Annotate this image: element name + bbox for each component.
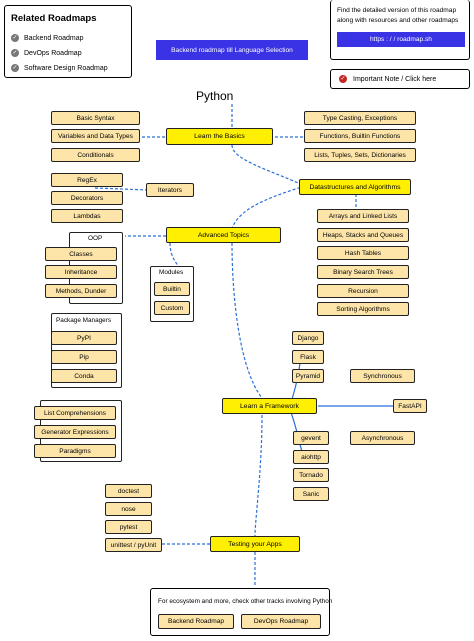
iterators-node[interactable]: Iterators bbox=[146, 183, 194, 197]
related-roadmaps-panel: Related Roadmaps ✓ Backend Roadmap ✓ DevOp… bbox=[4, 5, 132, 78]
related-roadmaps-title: Related Roadmaps bbox=[11, 13, 97, 24]
generator-expressions-node[interactable]: Generator Expressions bbox=[34, 425, 116, 439]
pytest-node[interactable]: pytest bbox=[105, 520, 152, 534]
related-item-label: Software Design Roadmap bbox=[24, 64, 108, 72]
testing-your-apps-topic[interactable]: Testing your Apps bbox=[210, 536, 300, 552]
sanic-node[interactable]: Sanic bbox=[293, 487, 329, 501]
info-text-1: Find the detailed version of this roadma… bbox=[337, 7, 457, 14]
paradigms-node[interactable]: Paradigms bbox=[34, 444, 116, 458]
package-managers-label: Package Managers bbox=[56, 317, 112, 324]
synchronous-node[interactable]: Synchronous bbox=[350, 369, 415, 383]
lambdas-node[interactable]: Lambdas bbox=[51, 209, 123, 223]
heaps-node[interactable]: Heaps, Stacks and Queues bbox=[317, 228, 409, 242]
footer-backend-button[interactable]: Backend Roadmap bbox=[158, 614, 234, 629]
inheritance-node[interactable]: Inheritance bbox=[45, 265, 117, 279]
bst-node[interactable]: Binary Search Trees bbox=[317, 265, 409, 279]
sorting-node[interactable]: Sorting Algorithms bbox=[317, 302, 409, 316]
flask-node[interactable]: Flask bbox=[292, 350, 324, 364]
page-title: Python bbox=[196, 89, 234, 103]
check-icon: ✓ bbox=[11, 49, 19, 57]
learn-a-framework-topic[interactable]: Learn a Framework bbox=[222, 398, 317, 414]
info-text-2: along with resources and other roadmaps bbox=[337, 17, 459, 24]
list-comprehensions-node[interactable]: List Comprehensions bbox=[34, 406, 116, 420]
django-node[interactable]: Django bbox=[292, 331, 324, 345]
arrays-node[interactable]: Arrays and Linked Lists bbox=[317, 209, 409, 223]
unittest-node[interactable]: unittest / pyUnit bbox=[105, 538, 162, 552]
hash-tables-node[interactable]: Hash Tables bbox=[317, 246, 409, 260]
info-panel: Find the detailed version of this roadma… bbox=[330, 0, 470, 60]
functions-node[interactable]: Functions, Builtin Functions bbox=[304, 129, 416, 143]
related-item-label: DevOps Roadmap bbox=[24, 49, 82, 57]
related-item-devops[interactable]: ✓ DevOps Roadmap bbox=[11, 49, 82, 57]
advanced-topics-topic[interactable]: Advanced Topics bbox=[166, 227, 281, 243]
recursion-node[interactable]: Recursion bbox=[317, 284, 409, 298]
variables-node[interactable]: Variables and Data Types bbox=[51, 129, 140, 143]
custom-node[interactable]: Custom bbox=[154, 301, 190, 315]
related-item-software-design[interactable]: ✓ Software Design Roadmap bbox=[11, 64, 108, 72]
regex-node[interactable]: RegEx bbox=[51, 173, 123, 187]
tornado-node[interactable]: Tornado bbox=[293, 468, 329, 482]
gevent-node[interactable]: gevent bbox=[293, 431, 329, 445]
basic-syntax-node[interactable]: Basic Syntax bbox=[51, 111, 140, 125]
learn-the-basics-topic[interactable]: Learn the Basics bbox=[166, 128, 273, 145]
important-note-label: Important Note / Click here bbox=[353, 75, 437, 83]
important-note-button[interactable]: ✓ Important Note / Click here bbox=[330, 69, 470, 89]
classes-node[interactable]: Classes bbox=[45, 247, 117, 261]
check-circle-icon: ✓ bbox=[339, 75, 347, 83]
pyramid-node[interactable]: Pyramid bbox=[292, 369, 324, 383]
oop-label: OOP bbox=[88, 235, 103, 242]
lists-tuples-node[interactable]: Lists, Tuples, Sets, Dictionaries bbox=[304, 148, 416, 162]
footer-panel: For ecosystem and more, check other trac… bbox=[150, 588, 333, 636]
footer-devops-button[interactable]: DevOps Roadmap bbox=[241, 614, 321, 629]
conda-node[interactable]: Conda bbox=[51, 369, 117, 383]
conditionals-node[interactable]: Conditionals bbox=[51, 148, 140, 162]
footer-text: For ecosystem and more, check other trac… bbox=[158, 598, 333, 605]
roadmap-link-button[interactable]: https : / / roadmap.sh bbox=[337, 32, 465, 47]
check-icon: ✓ bbox=[11, 34, 19, 42]
asynchronous-node[interactable]: Asynchronous bbox=[350, 431, 415, 445]
nose-node[interactable]: nose bbox=[105, 502, 152, 516]
datastructures-topic[interactable]: Datastructures and Algorithms bbox=[299, 179, 411, 195]
related-item-backend[interactable]: ✓ Backend Roadmap bbox=[11, 34, 84, 42]
backend-roadmap-button[interactable]: Backend roadmap till Language Selection bbox=[156, 40, 308, 60]
pip-node[interactable]: Pip bbox=[51, 350, 117, 364]
methods-dunder-node[interactable]: Methods, Dunder bbox=[45, 284, 117, 298]
type-casting-node[interactable]: Type Casting, Exceptions bbox=[304, 111, 416, 125]
doctest-node[interactable]: doctest bbox=[105, 484, 152, 498]
fastapi-node[interactable]: FastAPI bbox=[393, 399, 427, 413]
aiohttp-node[interactable]: aiohttp bbox=[293, 450, 329, 464]
pypi-node[interactable]: PyPI bbox=[51, 331, 117, 345]
check-icon: ✓ bbox=[11, 64, 19, 72]
decorators-node[interactable]: Decorators bbox=[51, 191, 123, 205]
related-item-label: Backend Roadmap bbox=[24, 34, 84, 42]
modules-label: Modules bbox=[159, 269, 184, 276]
builtin-node[interactable]: Builtin bbox=[154, 282, 190, 296]
